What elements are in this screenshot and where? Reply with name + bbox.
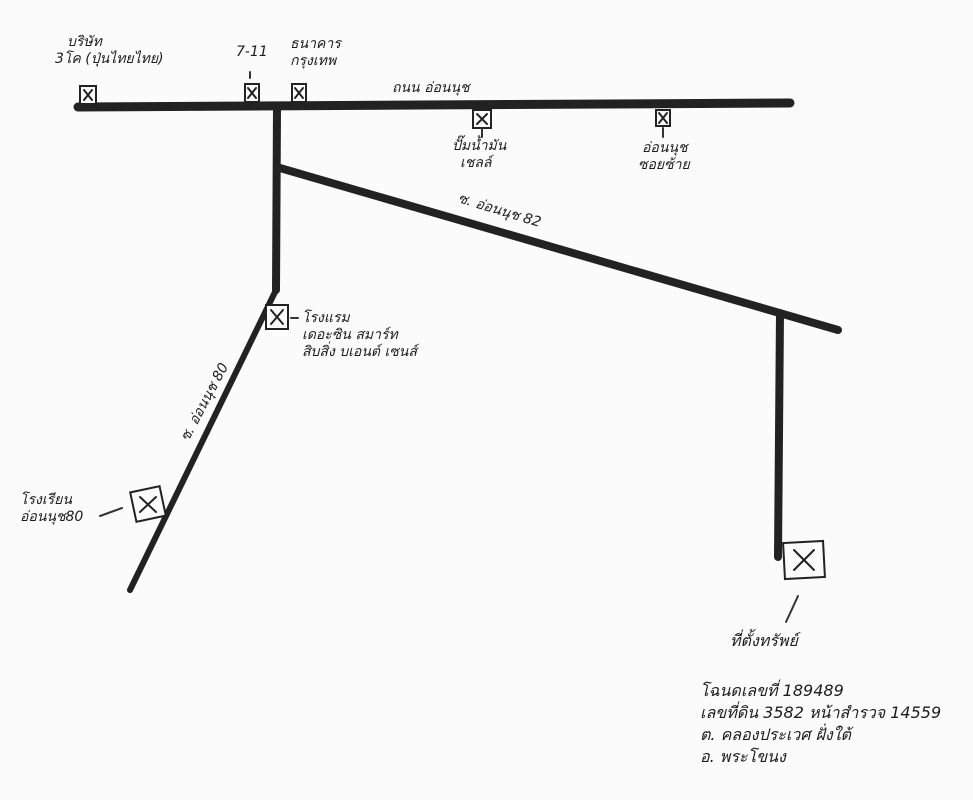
gas-station-marker-icon bbox=[472, 109, 492, 138]
company-marker-icon bbox=[79, 85, 97, 105]
hotel-marker-icon bbox=[265, 304, 299, 330]
company-label-line: บริษัท bbox=[67, 34, 102, 50]
school-label-line: โรงเรียน bbox=[20, 492, 72, 508]
seven-eleven-label: 7-11 bbox=[236, 44, 268, 61]
hotel-label-line: สิบสิ่ง บเอนต์ เซนส์ bbox=[302, 344, 417, 360]
main-road-line bbox=[73, 98, 795, 112]
soi-80-line bbox=[127, 287, 279, 593]
title-deed-number: โฉนดเลขที่ 189489 bbox=[700, 681, 844, 700]
onnut-sign-label-line: ซอยซ้าย bbox=[638, 157, 690, 173]
district: อ. พระโขนง bbox=[700, 747, 786, 766]
property-label: ที่ตั้งทรัพย์ bbox=[730, 631, 798, 650]
property-details: โฉนดเลขที่ 189489 เลขที่ดิน 3582 หน้าสำร… bbox=[700, 680, 941, 768]
soi-82-line bbox=[276, 164, 842, 334]
gas-station-label-line: ปั๊มน้ำมัน bbox=[452, 138, 507, 154]
school-label-line: อ่อนนุช80 bbox=[20, 509, 84, 525]
seven-eleven-label-line: 7-11 bbox=[236, 44, 268, 60]
connector-road-line bbox=[272, 104, 281, 294]
bank-label: ธนาคาร กรุงเทพ bbox=[290, 36, 341, 70]
land-number: เลขที่ดิน 3582 หน้าสำรวจ 14559 bbox=[700, 703, 942, 722]
seven-eleven-marker-icon bbox=[244, 71, 260, 103]
onnut-sign-marker-icon bbox=[655, 109, 671, 138]
company-label: บริษัท 3โค (ปุ่นไทยไทย) bbox=[55, 34, 164, 68]
bank-label-line: ธนาคาร bbox=[290, 36, 341, 52]
property-marker-icon bbox=[782, 539, 826, 623]
subdistrict: ต. คลองประเวศ ฝั่งใต้ bbox=[700, 725, 851, 744]
property-access-line bbox=[774, 309, 784, 561]
hotel-label-line: โรงแรม bbox=[302, 310, 350, 326]
onnut-sign-label: อ่อนนุช ซอยซ้าย bbox=[638, 140, 690, 174]
main-road-label: ถนน อ่อนนุช bbox=[392, 80, 470, 96]
onnut-sign-label-line: อ่อนนุช bbox=[642, 140, 688, 156]
company-label-line: 3โค (ปุ่นไทยไทย) bbox=[55, 51, 164, 67]
gas-station-label-line: เชลล์ bbox=[460, 155, 492, 171]
gas-station-label: ปั๊มน้ำมัน เชลล์ bbox=[452, 138, 506, 172]
school-marker-icon bbox=[99, 485, 167, 523]
bank-label-line: กรุงเทพ bbox=[290, 53, 337, 69]
school-label: โรงเรียน อ่อนนุช80 bbox=[20, 492, 83, 526]
hotel-label-line: เดอะซิน สมาร์ท bbox=[302, 327, 398, 343]
hotel-label: โรงแรม เดอะซิน สมาร์ท สิบสิ่ง บเอนต์ เซน… bbox=[302, 310, 417, 361]
bank-marker-icon bbox=[291, 83, 307, 103]
